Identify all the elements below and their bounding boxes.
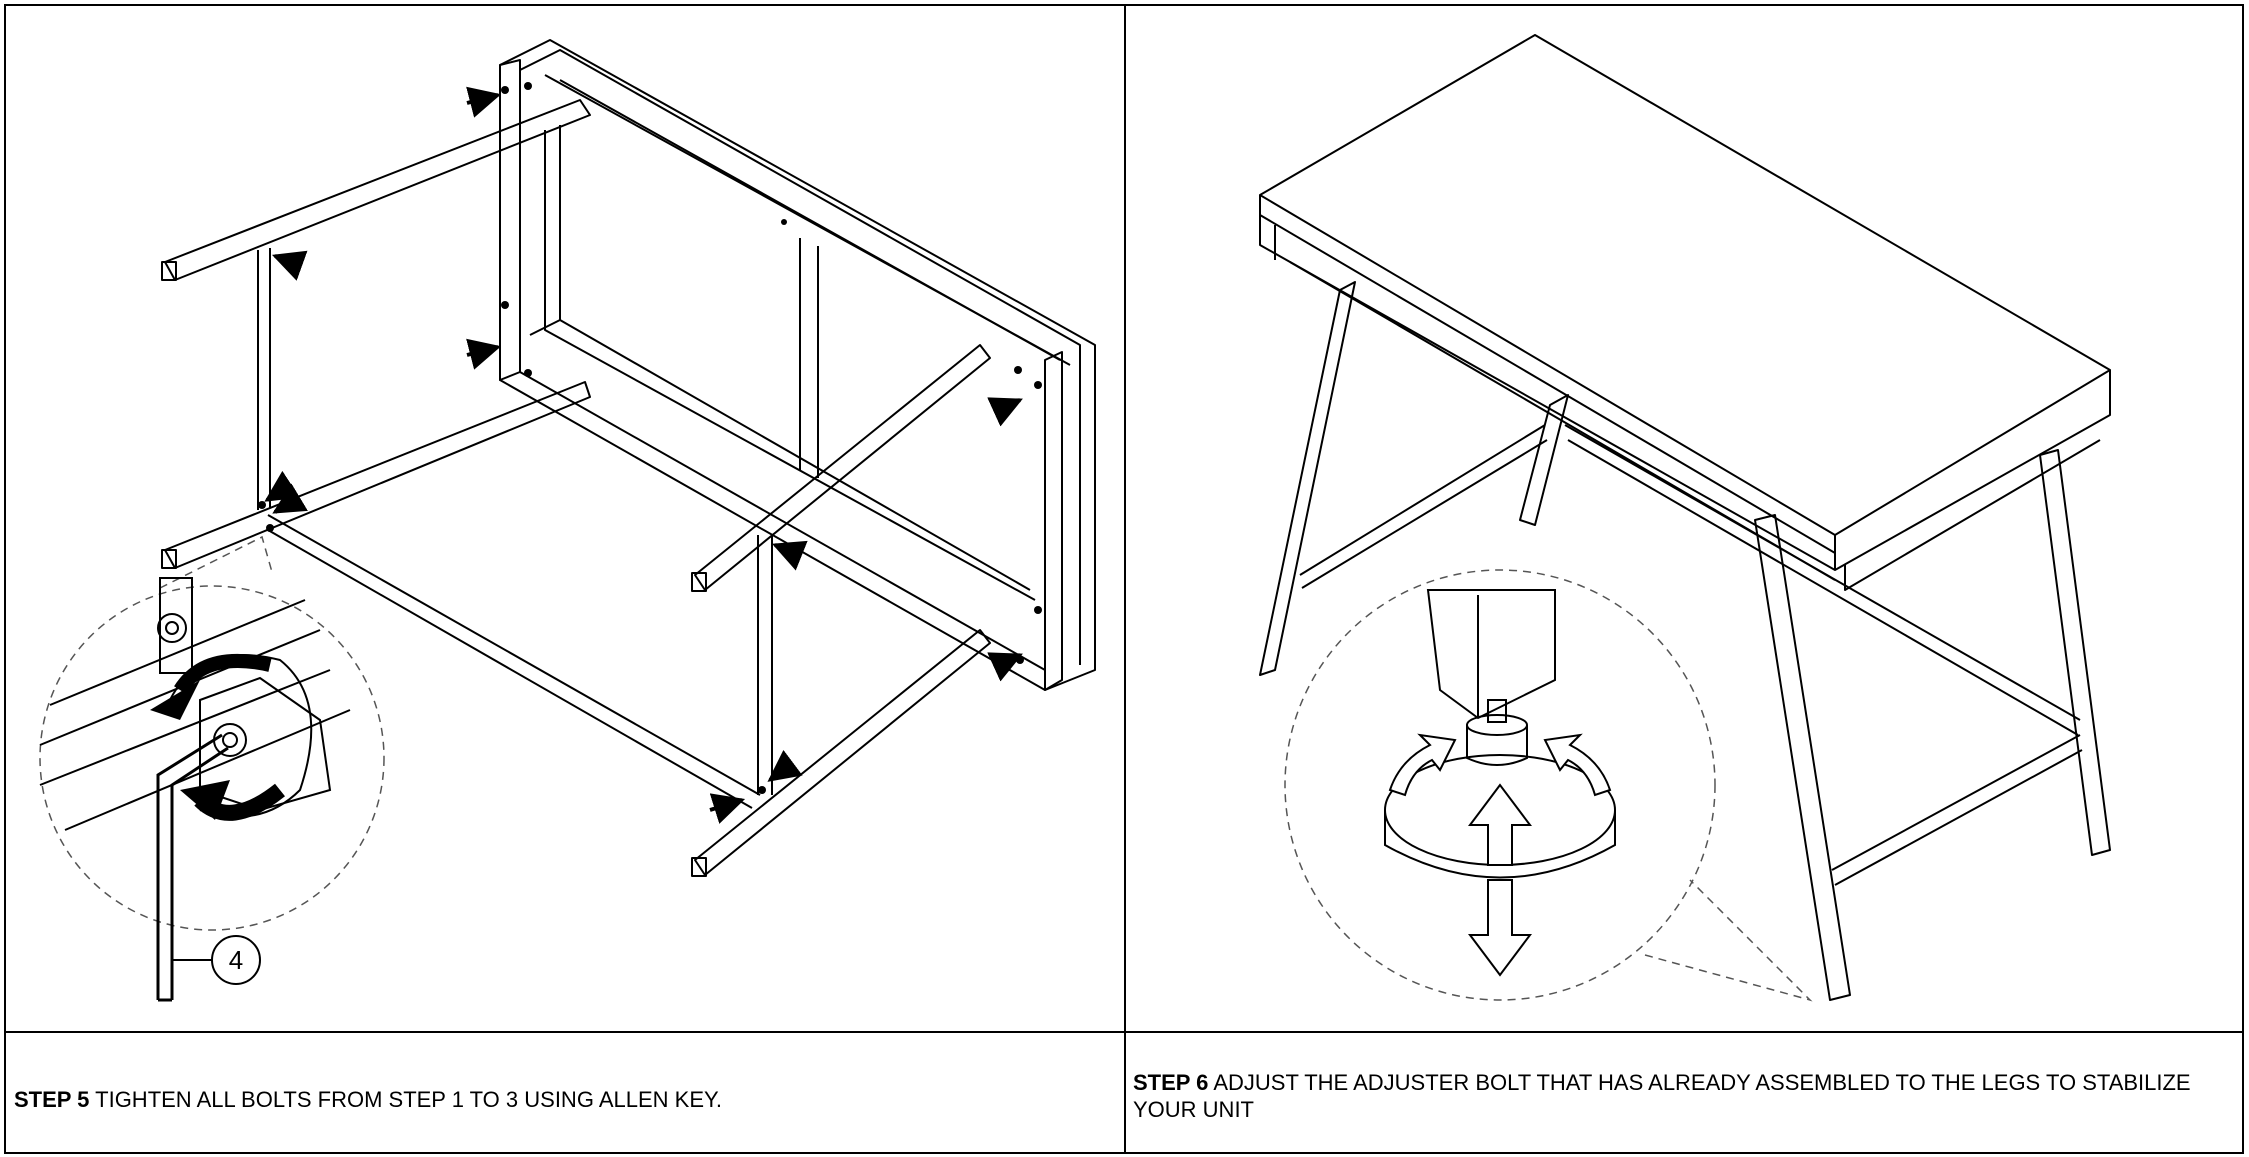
step5-frame-drawing	[161, 39, 1096, 877]
step6-desk-drawing	[1259, 34, 2111, 1001]
rotation-arrow-icon	[150, 653, 313, 821]
step6-detail-callout	[1284, 569, 1813, 1002]
part-callout-4	[172, 935, 261, 985]
allen-key-icon	[156, 733, 229, 1002]
step5-detail-callout	[39, 535, 385, 931]
vertical-adjust-arrow-icon	[1468, 783, 1532, 977]
rotation-arrow-icon	[1388, 733, 1612, 797]
step6-caption: STEP 6 ADJUST THE ADJUSTER BOLT THAT HAS…	[1133, 1069, 2193, 1123]
step5-label: STEP 5	[14, 1087, 90, 1112]
arrow-marker-icon	[264, 86, 1023, 824]
bolt-dots	[258, 82, 1042, 794]
step5-text: TIGHTEN ALL BOLTS FROM STEP 1 TO 3 USING…	[95, 1087, 722, 1112]
step6-label: STEP 6	[1133, 1070, 1209, 1095]
step6-text: ADJUST THE ADJUSTER BOLT THAT HAS ALREAD…	[1133, 1070, 2191, 1122]
step5-caption: STEP 5 TIGHTEN ALL BOLTS FROM STEP 1 TO …	[14, 1086, 1114, 1113]
frame-grid	[4, 4, 2244, 1154]
part-number-label: 4	[228, 945, 244, 975]
